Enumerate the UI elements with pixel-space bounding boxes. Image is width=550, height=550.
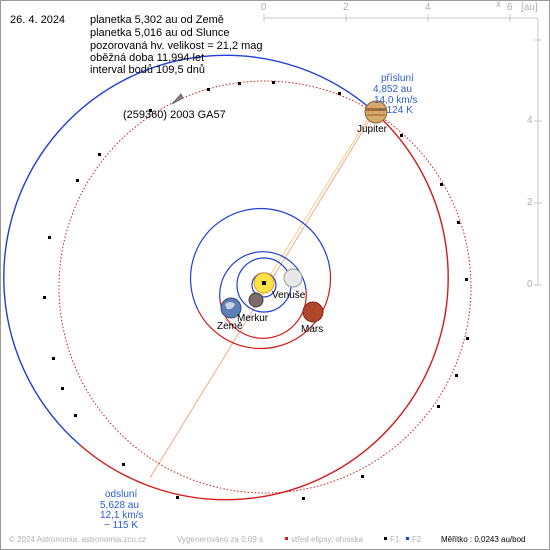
footer-f2: F2 [412,535,422,544]
apsis-bottom-speed: 12,1 km/s [100,510,144,521]
info-magnitude: pozorovaná hv. velikost = 21,2 mag [90,40,263,52]
jupiter-orbit [58,80,472,494]
orbit-point [52,357,55,360]
x-axis-label: x [496,0,501,10]
venus-label: Venuše [272,290,306,301]
jupiter-label: Jupiter [357,124,388,135]
footer-f1: F1 [390,535,400,544]
apsis-top-temp: ~ 124 K [378,105,413,116]
apsis-top-speed: 14,0 km/s [374,95,418,106]
orbit-point [61,387,64,390]
x-tick-label: 2 [343,2,349,13]
legend-f2-marker [406,537,409,540]
orbit-point [457,221,460,224]
date-label: 26. 4. 2024 [10,14,66,26]
y-tick-label: 4 [527,115,533,126]
mercury-icon [248,292,264,308]
apsis-bottom-title: odsluní [105,489,138,500]
sun-jupiter-line [263,111,373,286]
y-tick-label: 2 [527,197,533,208]
orbit-point [400,134,403,137]
footer-legend-center: střed elipsy, ohniska [291,535,363,544]
orbit-point [455,374,458,377]
mars-orbit-blue [189,207,331,311]
apsis-top-title: přísluní [381,73,414,84]
orbit-point [76,179,79,182]
orbit-point [302,497,305,500]
orbit-point [74,414,77,417]
orbit-point [48,236,51,239]
orbit-point [207,88,210,91]
jupiter-band [367,114,385,116]
mercury-label: Merkur [237,313,269,324]
mars-label: Mars [301,324,324,335]
apsis-bottom-dist: 5,628 au [100,500,139,511]
mars-orbit-red [197,269,332,350]
orbit-point [238,82,241,85]
asteroid-orbit-red [79,109,449,501]
earth-label: Země [217,321,243,332]
y-tick-label: 0 [527,279,533,290]
orbit-point [98,153,101,156]
x-tick-label: 4 [425,2,431,13]
footer-generated: Vygenerováno za 0,09 s [177,535,263,544]
legend-f1-marker [384,537,387,540]
asteroid-orbit-blue [3,54,373,446]
orbit-point [466,337,469,340]
info-dist-earth: planetka 5,302 au od Země [90,14,224,26]
x-tick-label: 6 [507,2,513,13]
info-interval: interval bodů 109,5 dnů [90,64,205,76]
x-tick-label: 0 [261,2,267,13]
footer-scale: Měřítko : 0,0243 au/bod [441,535,526,544]
earth-cloud [225,302,235,310]
venus-icon [283,268,303,288]
unit-label: [au] [521,2,538,13]
asteroid-icon [171,93,184,105]
orbit-points [43,81,469,500]
orbit-point [272,81,275,84]
orbit-point [122,463,125,466]
orbit-point [440,183,443,186]
info-period: oběžná doba 11,994 let [90,52,205,64]
orbit-point [437,405,440,408]
orbit-point [176,496,179,499]
orbit-point [465,278,468,281]
jupiter-band [366,108,386,111]
focus-f1 [262,281,266,285]
jupiter-icon [364,100,388,124]
legend-center-marker [285,537,288,540]
info-dist-sun: planetka 5,016 au od Slunce [90,27,230,39]
orbit-point [43,296,46,299]
mars-icon [302,301,324,323]
footer-copyright: © 2024 Astronomia, astronomia.zcu.cz [9,535,147,544]
orbit-point [338,92,341,95]
apsis-bottom-temp: ~ 115 K [104,520,139,531]
apsis-top-dist: 4,852 au [373,84,412,95]
orbit-point [361,475,364,478]
orbit-point [149,109,152,112]
asteroid-name: (259360) 2003 GA57 [123,109,226,121]
axes [263,14,542,286]
